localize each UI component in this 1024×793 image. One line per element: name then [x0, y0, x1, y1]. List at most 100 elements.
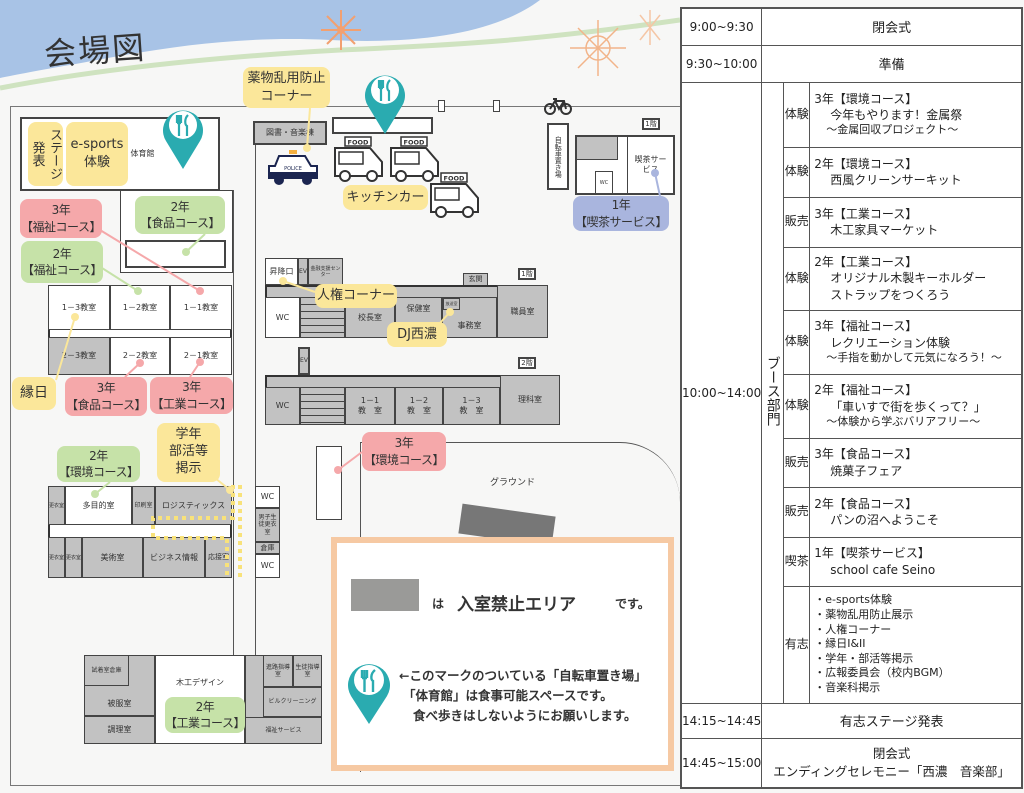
floor-label: 1階 — [518, 268, 536, 280]
food-sign: FOOD — [404, 139, 425, 147]
room-broadcast: 放送室 — [443, 298, 460, 310]
label-2nen-kogyo: 2年【工業コース】 — [165, 697, 245, 733]
label-human-rights: 人権コーナー — [315, 284, 397, 308]
booth-content: 3年【食品コース】焼菓子フェア — [809, 437, 1023, 488]
event-cell: 準備 — [761, 44, 1023, 83]
room-wc: WC — [255, 486, 280, 508]
legend-forbidden-text: 入室禁止エリア — [457, 595, 576, 615]
time-cell: 9:30~10:00 — [680, 44, 763, 83]
room-number: 1－3 — [462, 396, 481, 406]
room-1-1: 1－1教室 — [170, 285, 232, 330]
eating-spot-pin-icon — [348, 664, 390, 724]
booth-type: 販売 — [783, 437, 811, 488]
esports-label: e-sports体験 — [66, 122, 128, 186]
room-wc: WC — [255, 554, 280, 578]
time-cell: 14:15~14:45 — [680, 702, 763, 739]
eating-spot-pin-icon — [365, 75, 405, 134]
time-cell: 14:45~15:00 — [680, 737, 763, 789]
booth-content: 2年【工業コース】オリジナル木製キーホルダーストラップをつくろう — [809, 246, 1023, 311]
booth-type: 喫茶 — [783, 536, 811, 587]
room-2-1: 2－1教室 — [170, 337, 232, 375]
label-drug-prevention: 薬物乱用防止コーナー — [243, 67, 330, 108]
booth-content: 1年【喫茶サービス】school cafe Seino — [809, 536, 1023, 587]
label-dj: DJ西濃 — [387, 322, 447, 347]
room-type: 教 室 — [358, 406, 382, 415]
stage-label: ステージ発表 — [28, 122, 63, 186]
label-3nen-shokuhin: 3年【食品コース】 — [65, 377, 147, 416]
room-fitting: 試着室倉庫 — [84, 655, 129, 686]
food-sign: FOOD — [348, 139, 369, 147]
eating-spot-pin-icon — [163, 110, 203, 169]
map-title: 会場図 — [42, 28, 148, 74]
booth-section-label: ブース部門 — [761, 81, 785, 704]
booth-content: 3年【福祉コース】レクリエーション体験～手指を動かして元気になろう！～ — [809, 309, 1023, 375]
room-2-2: 2－2教室 — [110, 337, 170, 375]
stairs — [300, 387, 345, 425]
room-cafe: 喫茶サービス — [627, 136, 674, 194]
volunteer-row: 有志 ・e-sports体験・薬物乱用防止展示・人権コーナー・縁日I&II・学年… — [681, 585, 1023, 704]
small-building — [316, 446, 342, 520]
booth-type: 有志 — [783, 585, 811, 704]
event-cell: 閉会式エンディングセレモニー「西濃 音楽部」 — [761, 737, 1023, 789]
room-1-3: 1－3教室 — [48, 285, 110, 330]
label-3nen-kankyo: 3年【環境コース】 — [362, 432, 446, 471]
booth-type: 体験 — [783, 146, 811, 198]
room-cooking: 調理室 — [84, 716, 155, 744]
notice-route — [151, 485, 242, 578]
booth-content: 3年【環境コース】今年もやります！金属祭～金属回収プロジェクト～ — [809, 81, 1023, 148]
event-cell: 閉会式 — [761, 7, 1023, 46]
booth-row: 10:00~14:00 ブース部門 体験 3年【環境コース】今年もやります！金属… — [680, 81, 1023, 704]
label-kitchen-car: キッチンカー — [343, 185, 428, 210]
room-number: 1－1 — [360, 396, 380, 406]
volunteer-list: ・e-sports体験・薬物乱用防止展示・人権コーナー・縁日I&II・学年・部活… — [809, 585, 1023, 704]
room-science: 理科室 — [500, 375, 560, 425]
booth-type: 販売 — [783, 196, 811, 248]
room-1-2: 1－2教室 — [110, 285, 170, 330]
legend-eat-line: 食べ歩きはしないようにお願いします。 — [413, 708, 637, 723]
site-boundary — [10, 106, 11, 786]
label-3nen-fukushi: 3年【福祉コース】 — [20, 199, 102, 238]
header-wave — [0, 0, 680, 91]
booth-content: 2年【食品コース】パンの沼へようこそ — [809, 486, 1023, 538]
room-multipurpose: 多目的室 — [65, 486, 132, 525]
room-wc: WC — [595, 171, 613, 194]
label-2nen-fukushi: 2年【福祉コース】 — [21, 241, 103, 283]
path-line — [255, 140, 256, 670]
booth-content: 2年【環境コース】西風クリーンサーキット — [809, 146, 1023, 198]
room-finance: 金融支援センター — [308, 258, 343, 285]
room-welfare: 福祉サービス — [245, 717, 322, 744]
room-storage: 倉庫 — [255, 542, 280, 554]
police-car-icon: POLICE — [268, 150, 318, 185]
food-sign: FOOD — [444, 175, 465, 183]
room-career: 進路指導室 — [263, 655, 293, 687]
elevator: EV — [298, 347, 310, 375]
booth-label: ブース部門 — [764, 356, 781, 426]
gate-marker — [438, 100, 445, 112]
elevator: EV — [298, 258, 308, 285]
food-truck-icon: FOOD — [390, 136, 439, 182]
label-3nen-kogyo: 3年【工業コース】 — [150, 377, 233, 414]
food-truck-icon: FOOD — [334, 136, 383, 182]
room-wc: WC — [265, 297, 300, 338]
firework-icon — [321, 10, 361, 50]
room-boys-changing: 男子生徒更衣室 — [255, 508, 280, 542]
booth-type: 体験 — [783, 81, 811, 148]
booth-content: 2年【福祉コース】「車いすで街を歩くって？」～体験から学ぶバリアフリー～ — [809, 373, 1023, 439]
path-line — [233, 190, 234, 655]
ground-label: グラウンド — [490, 478, 536, 488]
room-changing: 更衣室 — [48, 486, 65, 525]
entrance-shoes: 昇降口 — [265, 258, 298, 285]
booth-type: 体験 — [783, 309, 811, 375]
room-building-cleaning: ビルクリーニング — [263, 687, 322, 717]
booth-type: 体験 — [783, 373, 811, 439]
